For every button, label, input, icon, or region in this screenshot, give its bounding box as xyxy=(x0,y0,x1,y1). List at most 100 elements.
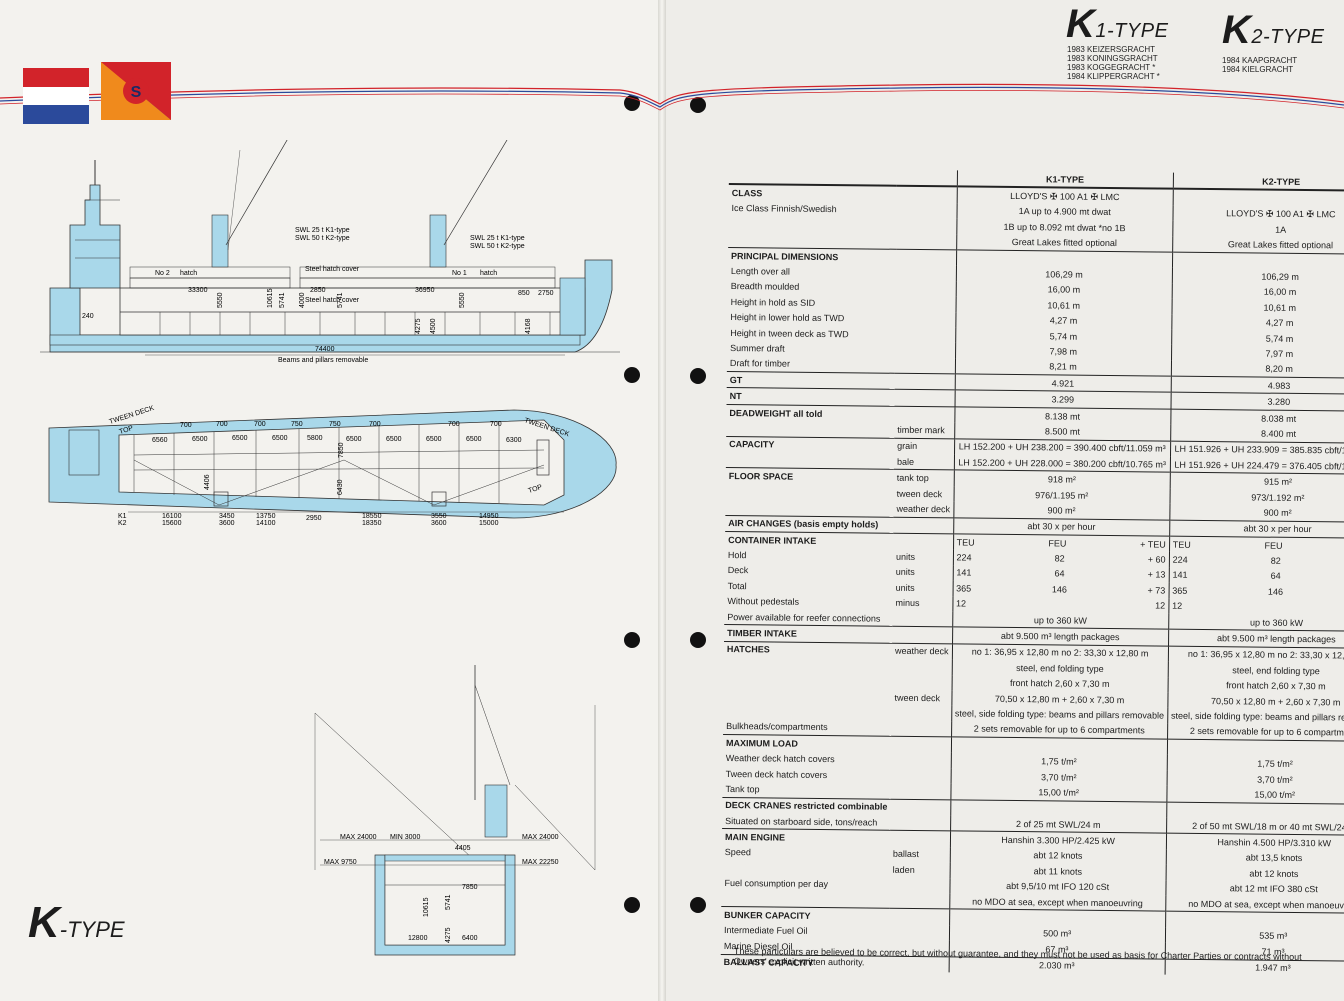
row-label xyxy=(723,703,891,720)
row-label: Power available for reefer connections xyxy=(727,611,881,624)
row-label: Bulkheads/compartments xyxy=(726,721,828,733)
row-label: Draft for timber xyxy=(729,358,791,370)
row-label: Tank top xyxy=(725,783,760,795)
container-value: 146 xyxy=(1051,584,1067,595)
dimension: 4500 xyxy=(430,318,437,334)
row-sublabel xyxy=(890,798,951,816)
row-sublabel xyxy=(889,908,950,926)
container-value: 365 xyxy=(956,583,972,594)
row-label: Situated on starboard side, tons/reach xyxy=(725,815,878,828)
container-value: FEU xyxy=(1048,538,1067,549)
row-label: NT xyxy=(726,387,895,407)
plan-width: 5800 xyxy=(307,435,323,442)
row-label: AIR CHANGES (basis empty holds) xyxy=(725,515,894,534)
section-dim: MAX 9750 xyxy=(324,859,357,866)
container-value: 224 xyxy=(1172,554,1188,565)
row-label xyxy=(728,216,896,233)
row-sublabel xyxy=(891,752,951,768)
section-dim: 5741 xyxy=(445,894,452,910)
row-sublabel xyxy=(889,924,949,940)
crane-note: SWL 25 t K1-type xyxy=(295,227,350,234)
section-dim: MAX 24000 xyxy=(340,834,377,841)
k2-ship-list: 1984 KAAPGRACHT 1984 KIELGRACHT xyxy=(1222,56,1297,74)
row-sublabel: tank top xyxy=(893,469,954,487)
row-label xyxy=(723,688,891,705)
plan-width: 6500 xyxy=(426,436,442,443)
row-label: CLASS xyxy=(728,184,897,203)
row-sublabel xyxy=(894,373,955,391)
container-value: 82 xyxy=(1270,555,1281,566)
container-value: 141 xyxy=(1172,570,1188,581)
row-sublabel xyxy=(893,516,954,534)
dimension: 5550 xyxy=(459,292,466,308)
plan-width: 6500 xyxy=(466,436,482,443)
row-sublabel xyxy=(890,815,950,832)
row-label: TIMBER INTAKE xyxy=(724,624,893,643)
hatch-label: No 2 xyxy=(155,270,170,277)
house-flag-icon: S xyxy=(101,62,171,120)
plan-dim: 3450 xyxy=(219,513,235,520)
row-sublabel xyxy=(896,186,957,204)
k-type-title: K-TYPE xyxy=(28,898,125,948)
row-label: Total xyxy=(727,580,747,592)
container-value: 12 xyxy=(1155,600,1166,611)
dimension: 2750 xyxy=(538,290,554,297)
dimension: 850 xyxy=(518,290,530,297)
plan-width: 6560 xyxy=(152,437,168,444)
plan-dim: 15600 xyxy=(162,520,182,527)
page-fold xyxy=(658,0,666,1001)
plan-spacing: 700 xyxy=(216,421,228,428)
row-label: Weather deck hatch covers xyxy=(725,753,835,765)
plan-width: 6500 xyxy=(192,436,208,443)
section-dim: 7850 xyxy=(462,884,478,891)
row-sublabel: timber mark xyxy=(897,424,945,436)
row-label: PRINCIPAL DIMENSIONS xyxy=(728,247,897,266)
row-sublabel xyxy=(892,626,953,644)
k1-ship-list: 1983 KEIZERSGRACHT 1983 KONINGSGRACHT 19… xyxy=(1067,45,1160,81)
row-sublabel xyxy=(897,203,957,219)
plan-dim: 3550 xyxy=(431,513,447,520)
plan-spacing: 700 xyxy=(254,421,266,428)
container-value: + TEU xyxy=(1140,538,1166,550)
dimension: 33300 xyxy=(188,287,208,294)
row-sublabel: weather deck xyxy=(896,503,951,515)
crane-note: SWL 50 t K2-type xyxy=(295,235,350,242)
row-label: Height in hold as SID xyxy=(730,296,816,308)
beams-note: Beams and pillars removable xyxy=(278,357,368,364)
container-value: 64 xyxy=(1054,568,1065,579)
row-sublabel xyxy=(896,280,956,296)
section-dim: 6400 xyxy=(462,935,478,942)
row-sublabel: units xyxy=(895,582,915,593)
plan-dim: 14100 xyxy=(256,520,276,527)
container-value: FEU xyxy=(1264,540,1283,551)
plan-spacing: 700 xyxy=(369,421,381,428)
row-label: Length over all xyxy=(730,266,791,277)
plan-dim: 4406 xyxy=(204,474,211,490)
row-sublabel xyxy=(891,768,951,784)
dimension: 4000 xyxy=(299,292,306,308)
plan-spacing: 700 xyxy=(490,421,502,428)
ship-name: 1983 KEIZERSGRACHT xyxy=(1067,45,1156,54)
plan-dim: 18550 xyxy=(362,513,382,520)
row-label xyxy=(724,672,892,689)
dimension: 5741 xyxy=(279,292,286,308)
plan-dim: 3600 xyxy=(219,520,235,527)
plan-spacing: 700 xyxy=(180,422,192,429)
row-label: MAXIMUM LOAD xyxy=(722,734,892,753)
k2-type-title: K2-TYPE xyxy=(1222,8,1324,53)
row-label: Intermediate Fuel Oil xyxy=(723,925,808,937)
container-value: 82 xyxy=(1054,553,1065,564)
dimension: 240 xyxy=(82,313,94,320)
container-value: 12 xyxy=(955,598,967,609)
hatch-cover-label: Steel hatch cover xyxy=(305,297,360,304)
k-letter: K xyxy=(28,898,60,947)
row-label: Tween deck hatch covers xyxy=(725,768,828,780)
binder-hole xyxy=(690,632,706,648)
row-sublabel: units xyxy=(895,567,915,578)
plan-spacing: 700 xyxy=(448,421,460,428)
k1-type-title: K1-TYPE xyxy=(1066,2,1168,47)
